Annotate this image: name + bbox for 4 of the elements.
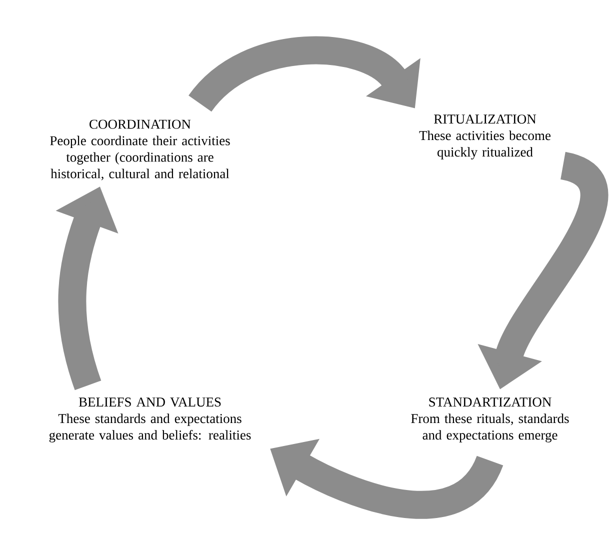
step-text: COORDINATION People coordinate their activities together (coordinations are historical, cultural and relational: [50, 120, 230, 180]
step-text: RITUALIZATION These activities become quickly ritualized: [419, 114, 551, 160]
step-text: BELIEFS AND VALUES These standards and expectations generate values and beliefs: realities: [49, 398, 251, 442]
step-text: STANDARTIZATION From these rituals, standards and expectations emerge: [411, 398, 569, 442]
